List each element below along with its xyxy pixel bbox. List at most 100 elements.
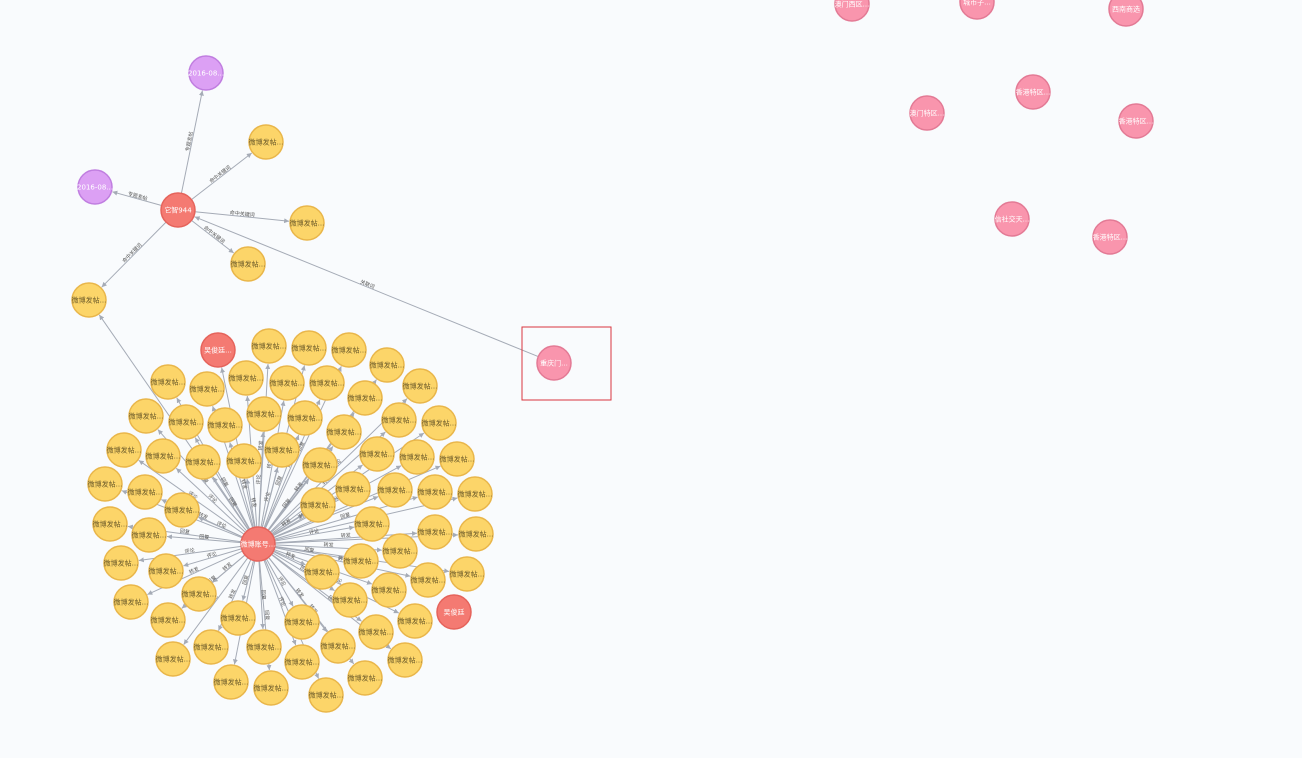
- post-circle[interactable]: [421, 405, 457, 441]
- post-circle[interactable]: [300, 487, 336, 523]
- post-node-r54[interactable]: 微博发帖...: [304, 554, 340, 590]
- post-node-r46[interactable]: 微博发帖...: [246, 396, 282, 432]
- post-node-r31[interactable]: 微博发帖...: [399, 439, 435, 475]
- post-circle[interactable]: [226, 443, 262, 479]
- post-circle[interactable]: [358, 614, 394, 650]
- post-circle[interactable]: [220, 600, 256, 636]
- post-circle[interactable]: [382, 533, 418, 569]
- post-circle[interactable]: [332, 582, 368, 618]
- post-node-r64[interactable]: 微博发帖...: [354, 506, 390, 542]
- post-circle[interactable]: [439, 441, 475, 477]
- post-circle[interactable]: [449, 556, 485, 592]
- date-circle[interactable]: [77, 169, 113, 205]
- post-node-r32[interactable]: 微博发帖...: [417, 474, 453, 510]
- post-circle[interactable]: [309, 365, 345, 401]
- post-node-r15[interactable]: 微博发帖...: [213, 664, 249, 700]
- edge-hub-r46[interactable]: [258, 431, 266, 528]
- post-circle[interactable]: [291, 330, 327, 366]
- post-node-r19[interactable]: 微博发帖...: [103, 545, 139, 581]
- post-circle[interactable]: [148, 553, 184, 589]
- post-circle[interactable]: [248, 124, 284, 160]
- post-circle[interactable]: [410, 562, 446, 598]
- edge-hub-r61[interactable]: [261, 467, 279, 528]
- post-node-r23[interactable]: 微博发帖...: [128, 398, 164, 434]
- post-circle[interactable]: [87, 466, 123, 502]
- post-node-r42[interactable]: 微博发帖...: [127, 474, 163, 510]
- post-node-r35[interactable]: 微博发帖...: [358, 614, 394, 650]
- post-circle[interactable]: [354, 506, 390, 542]
- post-node-r38[interactable]: 微博发帖...: [246, 629, 282, 665]
- post-node-r62[interactable]: 微博发帖...: [302, 447, 338, 483]
- edge-hub-r59[interactable]: [212, 476, 249, 531]
- post-node-r2[interactable]: 微博发帖...: [331, 332, 367, 368]
- post-node-t2[interactable]: 微博发帖...: [289, 205, 325, 241]
- post-circle[interactable]: [168, 404, 204, 440]
- post-node-r66[interactable]: 微博发帖...: [300, 487, 336, 523]
- post-node-r3[interactable]: 微博发帖...: [369, 347, 405, 383]
- post-circle[interactable]: [264, 432, 300, 468]
- place-node-p_sel[interactable]: 重庆门...: [536, 345, 572, 381]
- post-circle[interactable]: [371, 572, 407, 608]
- place-node-p1[interactable]: 澳门西区...: [834, 0, 870, 22]
- account-circle[interactable]: [160, 192, 196, 228]
- post-circle[interactable]: [228, 360, 264, 396]
- place-circle[interactable]: [1118, 103, 1154, 139]
- account-circle[interactable]: [200, 332, 236, 368]
- post-node-r27[interactable]: 微博发帖...: [269, 365, 305, 401]
- post-circle[interactable]: [284, 604, 320, 640]
- post-circle[interactable]: [377, 472, 413, 508]
- post-circle[interactable]: [308, 677, 344, 713]
- post-circle[interactable]: [92, 506, 128, 542]
- edge-hub-r65[interactable]: [274, 546, 344, 560]
- post-circle[interactable]: [457, 476, 493, 512]
- post-node-r9[interactable]: 微博发帖...: [449, 556, 485, 592]
- post-node-r5[interactable]: 微博发帖...: [421, 405, 457, 441]
- post-circle[interactable]: [251, 328, 287, 364]
- post-node-t4[interactable]: 微博发帖...: [71, 282, 107, 318]
- post-circle[interactable]: [347, 380, 383, 416]
- place-circle[interactable]: [909, 95, 945, 131]
- edge-hub-r56[interactable]: [241, 560, 255, 601]
- edge-hub-r66[interactable]: [271, 514, 304, 536]
- place-circle[interactable]: [1015, 74, 1051, 110]
- post-circle[interactable]: [369, 347, 405, 383]
- post-node-r21[interactable]: 微博发帖...: [87, 466, 123, 502]
- post-circle[interactable]: [331, 332, 367, 368]
- edge-acc_top-t1[interactable]: [191, 152, 253, 201]
- post-circle[interactable]: [417, 514, 453, 550]
- post-node-r0[interactable]: 微博发帖...: [251, 328, 287, 364]
- account-node-hub[interactable]: 微博账号...: [240, 526, 276, 562]
- edge-hub-r16[interactable]: [183, 557, 249, 645]
- edge-acc_top-t4[interactable]: [101, 221, 167, 288]
- post-circle[interactable]: [284, 644, 320, 680]
- post-node-r22[interactable]: 微博发帖...: [106, 432, 142, 468]
- post-circle[interactable]: [213, 664, 249, 700]
- post-node-r61[interactable]: 微博发帖...: [264, 432, 300, 468]
- edge-acc_top-t2[interactable]: [194, 211, 290, 224]
- post-circle[interactable]: [181, 576, 217, 612]
- post-node-r7[interactable]: 微博发帖...: [457, 476, 493, 512]
- post-node-r53[interactable]: 微博发帖...: [332, 582, 368, 618]
- place-node-p7[interactable]: 信社交天...: [994, 201, 1030, 237]
- post-node-r33[interactable]: 微博发帖...: [417, 514, 453, 550]
- edge-acc_top-t3[interactable]: [191, 219, 235, 254]
- post-node-r30[interactable]: 微博发帖...: [381, 402, 417, 438]
- edge-hub-r41[interactable]: [166, 534, 242, 544]
- post-node-r36[interactable]: 微博发帖...: [320, 628, 356, 664]
- post-circle[interactable]: [289, 205, 325, 241]
- place-node-p8[interactable]: 香港特区...: [1092, 219, 1128, 255]
- post-node-r45[interactable]: 微博发帖...: [207, 407, 243, 443]
- edge-hub-r34[interactable]: [274, 547, 411, 578]
- post-circle[interactable]: [253, 670, 289, 706]
- edge-hub-r57[interactable]: [212, 554, 246, 583]
- post-node-r60[interactable]: 微博发帖...: [226, 443, 262, 479]
- post-node-t1[interactable]: 微博发帖...: [248, 124, 284, 160]
- post-node-r40[interactable]: 微博发帖...: [148, 553, 184, 589]
- post-circle[interactable]: [387, 642, 423, 678]
- post-circle[interactable]: [113, 584, 149, 620]
- place-circle[interactable]: [536, 345, 572, 381]
- place-node-p5[interactable]: 澳门特区...: [909, 95, 945, 131]
- post-node-r44[interactable]: 微博发帖...: [168, 404, 204, 440]
- post-circle[interactable]: [127, 474, 163, 510]
- post-node-r39[interactable]: 微博发帖...: [193, 629, 229, 665]
